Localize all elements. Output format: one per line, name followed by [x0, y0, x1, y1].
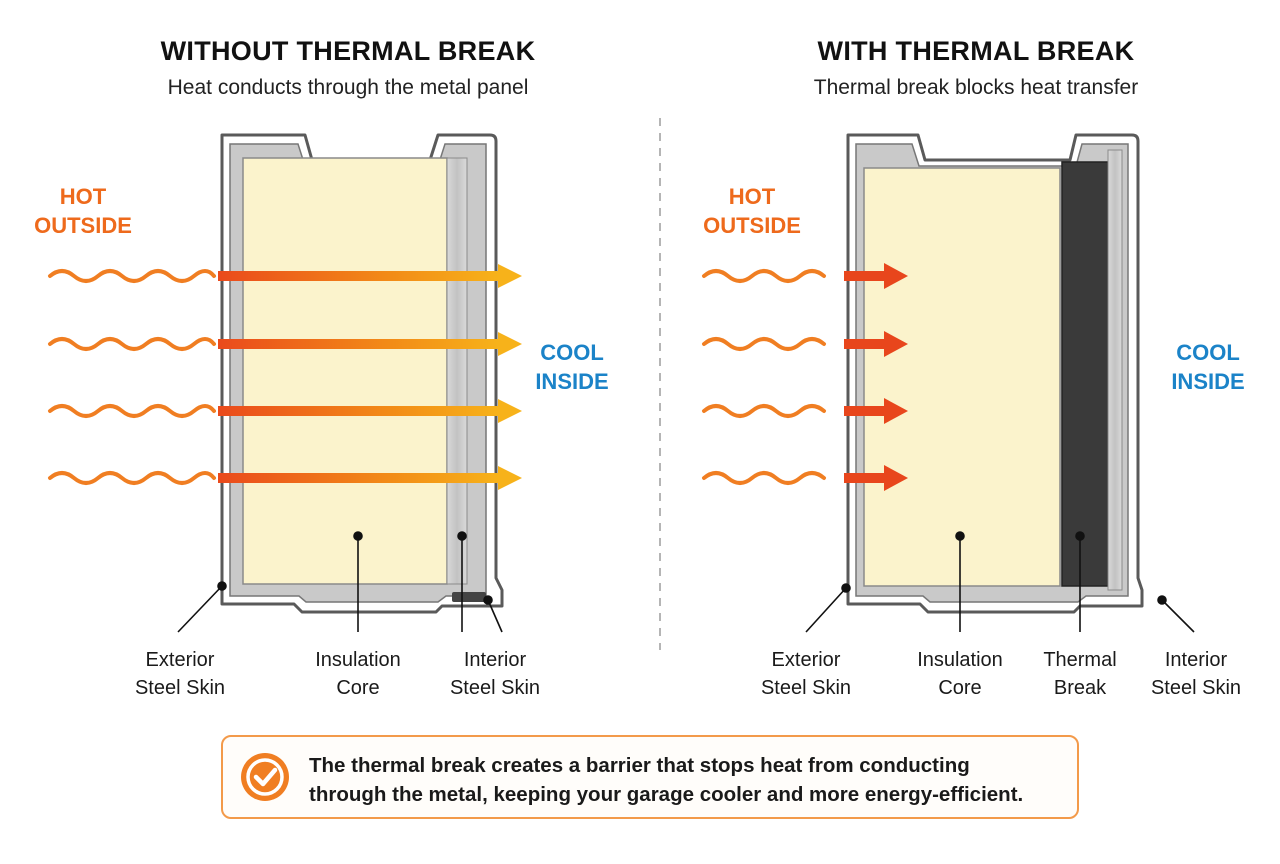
- left-hot-label-line2: OUTSIDE: [34, 213, 132, 238]
- callout-line2: Steel Skin: [134, 677, 226, 699]
- right-callout-insulation-core: Insulation Core: [890, 646, 1030, 702]
- left-leader-lines: [177, 531, 503, 633]
- right-insulation-core: [863, 167, 1061, 587]
- left-cool-label-line1: COOL: [540, 340, 604, 365]
- left-cool-label-line2: INSIDE: [535, 369, 609, 394]
- callout-line2: Break: [1053, 677, 1107, 699]
- left-panel-profile: [220, 133, 504, 614]
- left-hot-outside-label: HOT OUTSIDE: [28, 182, 138, 240]
- right-panel-profile: [846, 133, 1144, 614]
- left-callout-insulation-core: Insulation Core: [288, 646, 428, 702]
- left-heat-arrows: [218, 264, 522, 490]
- left-interior-steel: [446, 157, 468, 585]
- callout-line2: Steel Skin: [1150, 677, 1242, 699]
- right-callout-exterior-steel-skin: Exterior Steel Skin: [736, 646, 876, 702]
- summary-note-box: The thermal break creates a barrier that…: [221, 735, 1079, 819]
- right-title: WITH THERMAL BREAK: [817, 36, 1135, 66]
- right-hot-label-line2: OUTSIDE: [703, 213, 801, 238]
- right-hot-outside-label: HOT OUTSIDE: [696, 182, 808, 240]
- callout-line2: Steel Skin: [760, 677, 852, 699]
- note-line2: through the metal, keeping your garage c…: [309, 783, 1024, 806]
- checkmark-icon: [241, 753, 289, 801]
- left-callout-exterior-steel-skin: Exterior Steel Skin: [110, 646, 250, 702]
- callout-line1: Interior: [463, 649, 527, 671]
- right-leader-lines: [805, 531, 1195, 633]
- left-insulation-core: [242, 157, 448, 585]
- callout-line1: Exterior: [771, 649, 841, 671]
- right-callout-interior-steel-skin: Interior Steel Skin: [1126, 646, 1266, 702]
- right-interior-steel: [1107, 149, 1123, 591]
- callout-line1: Thermal: [1043, 649, 1117, 671]
- summary-note-text: The thermal break creates a barrier that…: [309, 751, 1069, 809]
- callout-line1: Insulation: [917, 649, 1003, 671]
- right-hot-label-line1: HOT: [728, 184, 776, 209]
- left-hot-label-line1: HOT: [59, 184, 107, 209]
- callout-line1: Exterior: [145, 649, 215, 671]
- right-heat-waves: [702, 269, 826, 485]
- left-callout-interior-steel-skin: Interior Steel Skin: [425, 646, 565, 702]
- right-heat-arrows: [844, 263, 908, 491]
- note-line1: The thermal break creates a barrier that…: [309, 754, 970, 777]
- right-cool-inside-label: COOL INSIDE: [1156, 338, 1260, 396]
- callout-line1: Insulation: [315, 649, 401, 671]
- left-subtitle: Heat conducts through the metal panel: [167, 76, 529, 99]
- callout-line2: Steel Skin: [449, 677, 541, 699]
- right-cool-label-line1: COOL: [1176, 340, 1240, 365]
- right-callout-thermal-break: Thermal Break: [1010, 646, 1150, 702]
- callout-line2: Core: [336, 677, 380, 699]
- callout-line2: Core: [938, 677, 982, 699]
- left-heat-waves: [48, 269, 216, 485]
- left-cool-inside-label: COOL INSIDE: [520, 338, 624, 396]
- callout-line1: Interior: [1164, 649, 1228, 671]
- left-title: WITHOUT THERMAL BREAK: [160, 36, 536, 66]
- right-cool-label-line2: INSIDE: [1171, 369, 1245, 394]
- right-thermal-break: [1061, 161, 1109, 587]
- right-subtitle: Thermal break blocks heat transfer: [813, 76, 1139, 99]
